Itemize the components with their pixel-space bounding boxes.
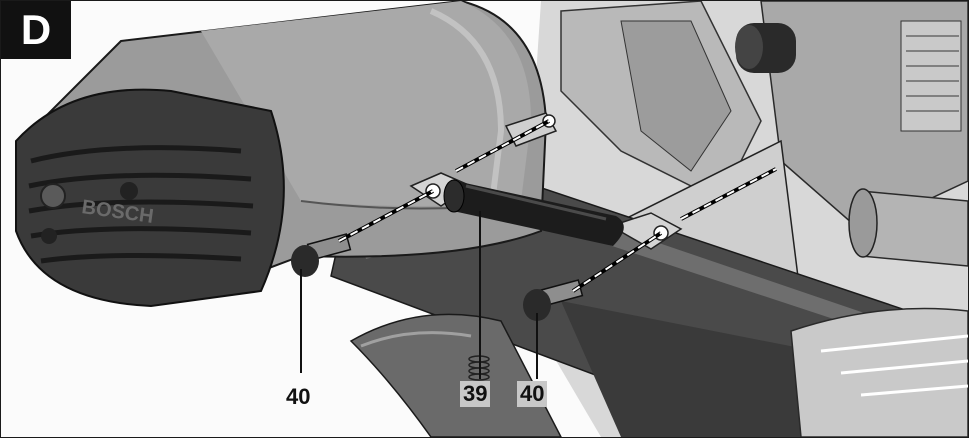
assembly-guide-lines (338, 119, 777, 293)
callout-label-bolt-left: 40 (286, 384, 311, 409)
callout-label-bolt-right: 40 (517, 381, 548, 407)
callout-label-strut: 39 (460, 381, 491, 407)
lower-handle (349, 313, 562, 437)
bolt-right (523, 279, 584, 321)
lower-cover (790, 307, 968, 437)
leader-line-bolt-right (536, 313, 538, 379)
knob (735, 23, 796, 73)
leader-line-strut (479, 211, 481, 379)
leader-line-bolt-left (300, 269, 302, 373)
figure-letter-badge: D (1, 1, 71, 59)
motor-end-cap: BOSCH (15, 88, 285, 308)
support-shaft (848, 188, 968, 267)
